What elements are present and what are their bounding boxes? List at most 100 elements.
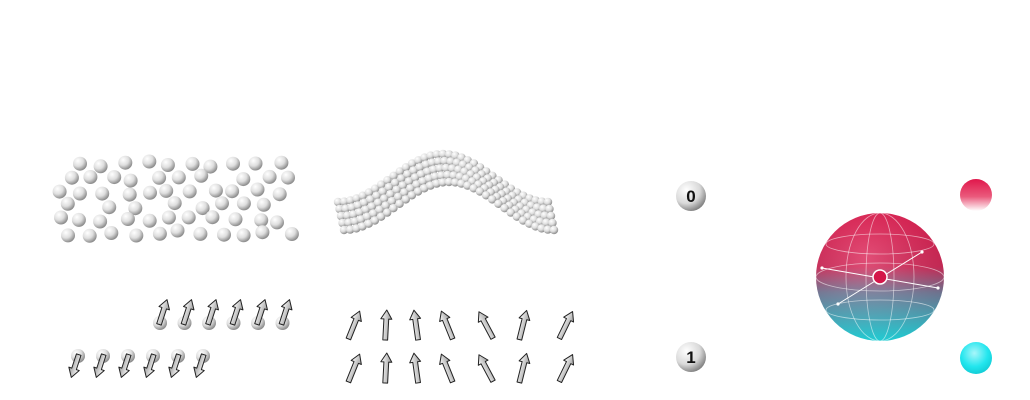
particle-ball [93, 159, 108, 174]
particle-ball [250, 182, 265, 197]
state-one-ball [676, 342, 706, 372]
wave-particle [387, 197, 397, 206]
particle-ball [72, 186, 87, 201]
wave-particle [366, 195, 375, 204]
sphere-grid [815, 212, 945, 342]
wave-particle [512, 212, 522, 221]
wave-particle [494, 199, 503, 208]
wave-particle [403, 170, 412, 179]
wave-particle [409, 166, 418, 175]
particle-ball [82, 228, 97, 243]
particle-ball [102, 200, 117, 215]
spin-arrow [345, 353, 362, 384]
state-one-label: 1 [686, 348, 695, 367]
particle-ball [120, 212, 135, 226]
wave-particle [437, 171, 446, 180]
axis-endpoints [820, 250, 940, 306]
particle-ball [142, 213, 157, 228]
particle-ball [236, 196, 251, 211]
particle-ball [225, 184, 240, 199]
particle-ball [256, 197, 271, 212]
wave-particle [381, 201, 390, 210]
particle-ball [129, 228, 144, 243]
particle-ball [272, 187, 287, 202]
wave-particle [389, 204, 398, 213]
wave-particle [370, 184, 380, 193]
bloch-sphere-icon [815, 212, 945, 342]
wave-particle [364, 219, 373, 228]
spin-down-arrow [168, 353, 182, 378]
wave-particle [389, 171, 398, 180]
wave-particle [434, 157, 443, 166]
particle-ball [170, 223, 185, 238]
wave-particle [537, 197, 546, 206]
particle-ball [193, 226, 208, 241]
particle-ball [217, 227, 231, 242]
wave-particle [401, 195, 410, 204]
spin-arrow [556, 311, 575, 341]
spin-up-arrow [180, 299, 195, 326]
state-zero-label: 0 [686, 187, 695, 206]
particle-ball [95, 186, 110, 201]
wave-particle [475, 187, 485, 196]
particle-ball [255, 225, 270, 240]
wave-particle [543, 225, 552, 234]
wave-particle [338, 218, 347, 228]
wave-particle [500, 204, 509, 213]
particle-ball [171, 170, 186, 185]
wave-particle [392, 185, 401, 194]
state-zero-badge: 0 [676, 181, 706, 211]
wave-particle [543, 197, 553, 207]
particle-ball [236, 172, 251, 187]
particle-ball [143, 185, 157, 200]
wave-particle [380, 194, 389, 203]
spin-arrow [345, 310, 362, 341]
spin-arrow [516, 352, 531, 384]
particle-ball [262, 169, 277, 184]
particle-ball [71, 212, 86, 227]
particle-ball [152, 226, 167, 241]
spin-up-arrow [278, 299, 293, 326]
wave-particle [395, 167, 404, 176]
wave-particle [378, 187, 387, 196]
spin-arrow [380, 352, 393, 384]
wave-particle [481, 191, 491, 200]
particle-ball [61, 228, 75, 243]
particle-ball [123, 173, 138, 188]
wave-particle [370, 216, 380, 225]
particle-ball [104, 226, 119, 240]
wave-particle [469, 184, 478, 193]
wave-particle [549, 225, 559, 235]
particle-ball [93, 214, 108, 229]
particle-ball [281, 170, 295, 185]
wave-particle [404, 177, 414, 186]
wave-particle [542, 218, 551, 227]
spin-arrow [516, 309, 531, 341]
wave-particle [364, 188, 374, 197]
particle-ball [152, 170, 167, 185]
particle-ball [118, 155, 133, 170]
wave-particle [393, 192, 403, 201]
zero-state-color-dot [960, 179, 992, 211]
wave-particle [413, 187, 423, 196]
particle-ball [215, 196, 229, 211]
wave-particle [545, 204, 554, 214]
wave-particle [400, 188, 409, 197]
wave-particle [432, 150, 441, 159]
spin-up-arrow [205, 299, 219, 326]
wave-particle [438, 178, 447, 187]
particle-ball [284, 227, 299, 241]
wave-particle [438, 149, 448, 159]
spin-down-arrow [193, 353, 207, 378]
particle-ball [254, 213, 269, 228]
particle-ball [52, 184, 67, 199]
particle-ball [167, 196, 182, 211]
wave-particle [358, 191, 367, 200]
particle-ball [228, 212, 243, 227]
wave-particle [336, 211, 346, 221]
particle-ball [107, 170, 122, 185]
wave-particle [407, 159, 417, 168]
particle-ball [274, 155, 289, 170]
particle-ball [128, 201, 143, 216]
